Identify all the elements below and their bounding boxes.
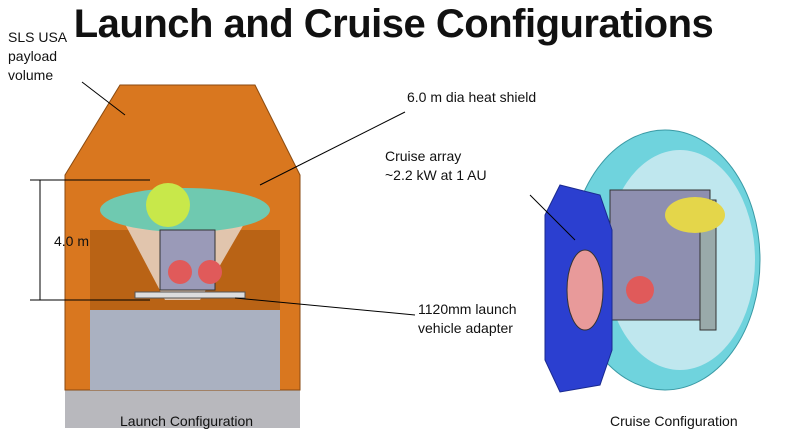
launch-configuration-illustration — [30, 81, 416, 428]
cruise-configuration-caption: Cruise Configuration — [610, 413, 738, 429]
slide-title: Launch and Cruise Configurations — [73, 2, 714, 46]
adapter-label: 1120mm launch vehicle adapter — [418, 301, 517, 336]
launch-base — [65, 390, 300, 428]
payload-volume-label: SLS USA payload volume — [8, 29, 68, 83]
heat-shield-label: 6.0 m dia heat shield — [407, 89, 537, 105]
height-label: 4.0 m — [54, 233, 90, 249]
cruise-array-label: Cruise array ~2.2 kW at 1 AU — [385, 148, 487, 183]
cruise-configuration-illustration — [529, 129, 761, 393]
launch-configuration-caption: Launch Configuration — [120, 413, 254, 429]
